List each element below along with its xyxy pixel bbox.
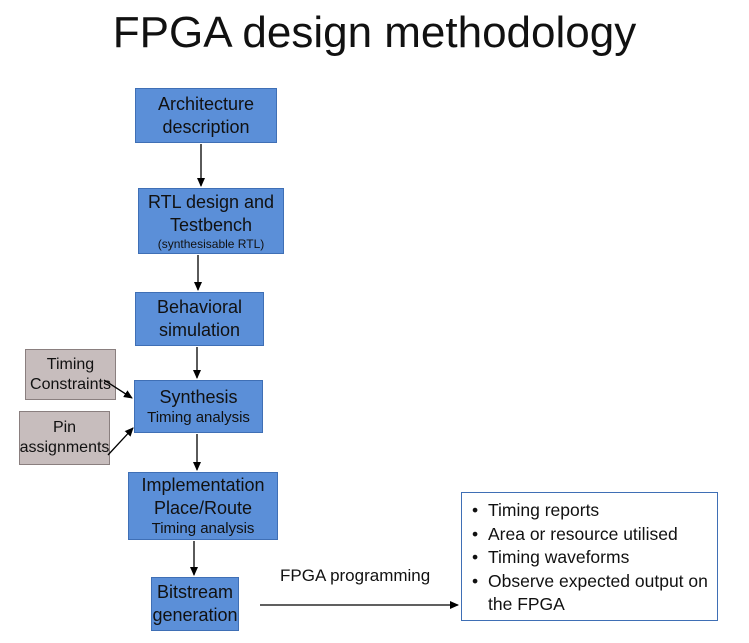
diagram-title: FPGA design methodology — [112, 8, 637, 57]
arrow-pin-assignments-to-synthesis — [107, 427, 134, 456]
step-label-line1: Implementation — [141, 475, 265, 495]
edge-label-fpga-programming: FPGA programming — [280, 566, 431, 585]
step-note: (synthesisable RTL) — [157, 236, 265, 251]
input-label-line2: assignments — [19, 439, 110, 456]
step-synthesis: Synthesis Timing analysis — [134, 380, 263, 433]
step-rtl-design: RTL design and Testbench (synthesisable … — [138, 188, 284, 254]
step-label-line1: Behavioral — [156, 297, 243, 317]
output-item: Timing waveforms — [472, 546, 713, 570]
input-timing-constraints: Timing Constraints — [25, 349, 116, 400]
outputs-list: Timing reports Area or resource utilised… — [472, 499, 713, 617]
step-label-line2: Place/Route — [153, 498, 253, 518]
step-label-line1: RTL design and — [147, 191, 275, 212]
input-label-line2: Constraints — [30, 375, 111, 393]
output-item: Area or resource utilised — [472, 523, 713, 547]
step-implementation: Implementation Place/Route Timing analys… — [128, 472, 278, 540]
output-item: Observe expected output on the FPGA — [472, 570, 713, 617]
input-label-line1: Pin — [52, 419, 77, 436]
step-note: Timing analysis — [151, 520, 255, 537]
step-label-line2: generation — [152, 605, 238, 625]
input-label-line1: Timing — [46, 355, 95, 373]
step-label-line1: Architecture — [157, 93, 255, 114]
step-label-line2: simulation — [158, 320, 241, 340]
step-note: Timing analysis — [147, 409, 250, 426]
step-bitstream-generation: Bitstream generation — [151, 577, 239, 631]
step-label-line1: Bitstream — [156, 582, 234, 602]
input-pin-assignments: Pin assignments — [19, 411, 110, 465]
step-label-line1: Synthesis — [159, 387, 238, 407]
output-item: Timing reports — [472, 499, 713, 523]
step-label-line2: Testbench — [169, 214, 253, 235]
outputs-box: Timing reports Area or resource utilised… — [461, 492, 718, 621]
step-label-line2: description — [162, 116, 250, 137]
step-behavioral-simulation: Behavioral simulation — [135, 292, 264, 346]
step-architecture-description: Architecture description — [135, 88, 277, 143]
